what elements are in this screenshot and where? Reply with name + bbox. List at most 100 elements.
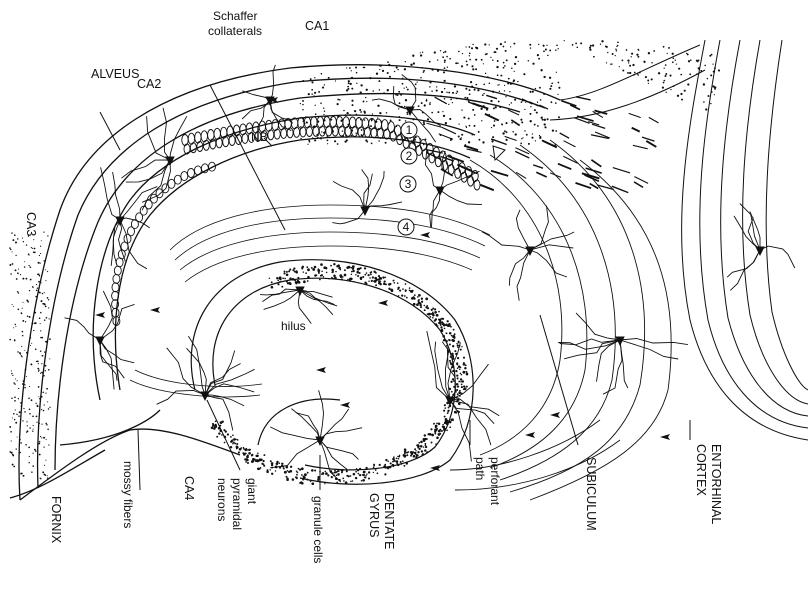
stipple-dot <box>324 110 325 111</box>
stipple-dot <box>638 50 639 51</box>
stipple-dot <box>18 269 19 270</box>
granule-dot <box>306 479 308 481</box>
granule-dot <box>459 390 461 392</box>
stipple-dot <box>431 90 433 92</box>
stipple-dot <box>540 69 542 71</box>
stipple-dot <box>26 376 27 377</box>
stipple-dot <box>389 76 391 78</box>
stipple-dot <box>508 78 510 80</box>
granule-dot <box>214 426 216 428</box>
stipple-dot <box>47 401 48 402</box>
stipple-dot <box>39 275 41 277</box>
granule-dot <box>435 318 437 320</box>
granule-dot <box>236 448 238 450</box>
granule-dot <box>301 268 303 270</box>
stipple-dot <box>14 396 16 398</box>
stipple-dot <box>664 67 665 68</box>
stipple-dot <box>489 44 490 45</box>
granule-dot <box>414 452 415 453</box>
neuron <box>558 313 688 394</box>
stipple-dot <box>558 87 560 89</box>
stipple-dot <box>466 97 468 99</box>
leader-lines <box>100 85 690 490</box>
fiber-stroke <box>442 128 456 134</box>
granule-dot <box>431 442 433 444</box>
granule-dot <box>396 457 398 459</box>
stipple-dot <box>44 319 46 321</box>
granule-dot <box>230 436 232 438</box>
granule-dot <box>259 458 261 460</box>
stipple-dot <box>38 370 40 372</box>
granule-dot <box>458 391 461 394</box>
granule-dot <box>324 483 325 484</box>
stipple-dot <box>377 117 378 118</box>
fiber-stroke <box>542 141 556 148</box>
stipple-dot <box>670 89 671 90</box>
pyramidal-bead <box>339 126 345 136</box>
stipple-dot <box>45 306 47 308</box>
stipple-dot <box>627 72 629 74</box>
stipple-dot <box>493 107 495 109</box>
stipple-dot <box>346 139 348 141</box>
granule-dot <box>405 289 407 291</box>
granule-dot <box>424 449 426 451</box>
stipple-dot <box>651 78 653 80</box>
granule-dot <box>334 277 337 280</box>
stipple-dot <box>323 119 325 121</box>
stipple-dot <box>510 46 511 47</box>
stipple-dot <box>346 89 348 91</box>
stipple-dot <box>475 84 477 86</box>
stipple-dot <box>320 137 322 139</box>
stipple-dot <box>461 134 463 136</box>
neuron-drawings <box>65 65 795 482</box>
stipple-dot <box>513 81 515 83</box>
stipple-dot <box>351 129 353 131</box>
fiber-stroke <box>533 165 543 168</box>
stipple-dot <box>34 312 36 314</box>
stipple-dot <box>442 56 444 58</box>
dendrite <box>597 340 621 382</box>
fiber-stroke <box>634 182 643 188</box>
stipple-dot <box>576 46 578 48</box>
stipple-dot <box>10 273 12 275</box>
stipple-dot <box>36 416 38 418</box>
stipple-dot <box>364 67 366 69</box>
fiber-stroke <box>539 105 548 109</box>
stipple-dot <box>528 143 530 145</box>
granule-dot <box>455 412 457 414</box>
granule-dot <box>409 289 411 291</box>
stipple-dot <box>314 139 316 141</box>
arrow-icon <box>550 412 560 418</box>
stipple-dot <box>631 53 633 55</box>
stipple-dot <box>32 430 33 431</box>
stipple-dot <box>308 93 310 95</box>
granule-dot <box>440 324 442 326</box>
stipple-dot <box>558 116 560 118</box>
stipple-dot <box>432 69 434 71</box>
granule-dot <box>247 449 249 451</box>
granule-dot <box>456 374 458 376</box>
granule-dot <box>295 281 297 283</box>
granule-dot <box>424 309 426 311</box>
stipple-dot <box>511 102 513 104</box>
granule-dot <box>421 454 423 456</box>
stipple-dot <box>45 341 47 343</box>
stipple-dot <box>25 444 27 446</box>
stipple-dot <box>444 98 446 100</box>
stipple-dot <box>35 348 37 350</box>
stipple-dot <box>15 409 16 410</box>
granule-dot <box>344 269 346 271</box>
granule-dot <box>464 367 466 369</box>
stipple-dot <box>522 137 523 138</box>
stipple-dot <box>555 102 557 104</box>
stipple-dot <box>461 109 462 110</box>
fiber-stroke <box>649 117 659 123</box>
granule-dot <box>328 278 329 279</box>
stipple-dot <box>18 388 19 389</box>
granule-dot <box>343 480 345 482</box>
stipple-dot <box>355 66 357 68</box>
stipple-dot <box>42 293 43 294</box>
stipple-dot <box>47 271 48 272</box>
stipple-dot <box>538 58 540 60</box>
granule-dot <box>409 287 411 289</box>
